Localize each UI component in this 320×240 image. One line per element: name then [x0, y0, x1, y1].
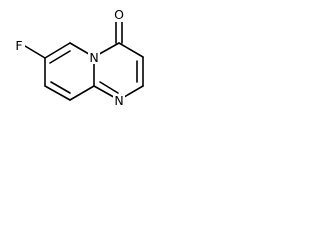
bridge-nitrogen-atom-label: N	[89, 50, 98, 65]
molecule-structure: F O N N	[13, 7, 144, 108]
bond-c4-c3	[118, 42, 144, 58]
double-bond-c9-c8	[50, 81, 71, 94]
ring-nitrogen-atom-label: N	[114, 93, 123, 108]
double-bond-n1-c9a	[99, 81, 119, 94]
bond-c7-f	[24, 45, 46, 59]
oxygen-atom-label: O	[114, 7, 124, 22]
double-bond-c7-c6	[49, 50, 71, 64]
bond-c9-c8	[44, 85, 71, 101]
bond-c7-c6	[44, 42, 71, 59]
bond-c9a-c9	[69, 85, 95, 101]
fluorine-atom-label: F	[15, 38, 22, 53]
